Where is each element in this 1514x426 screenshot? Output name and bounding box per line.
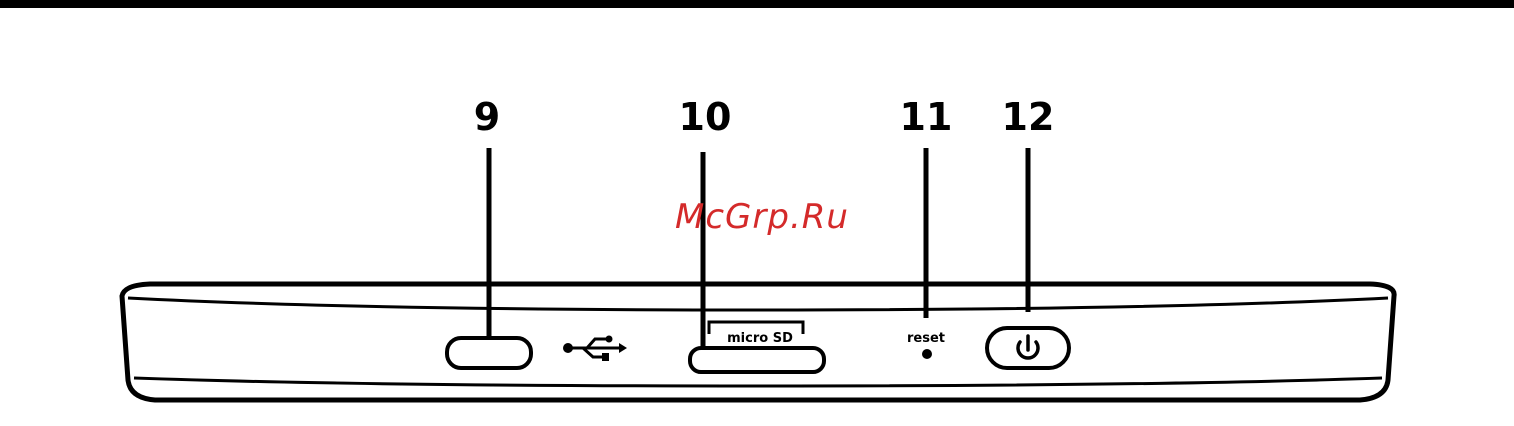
callout-9: 9: [474, 95, 500, 139]
watermark-text: McGrp.Ru: [675, 197, 849, 237]
callout-12: 12: [1002, 95, 1055, 139]
usb-port: [447, 338, 531, 368]
micro-sd-slot: [690, 348, 824, 372]
callout-10: 10: [679, 95, 732, 139]
reset-hole: [922, 349, 932, 359]
callout-11: 11: [900, 95, 953, 139]
micro-sd-label: micro SD: [727, 331, 793, 346]
reset-label: reset: [907, 331, 945, 346]
